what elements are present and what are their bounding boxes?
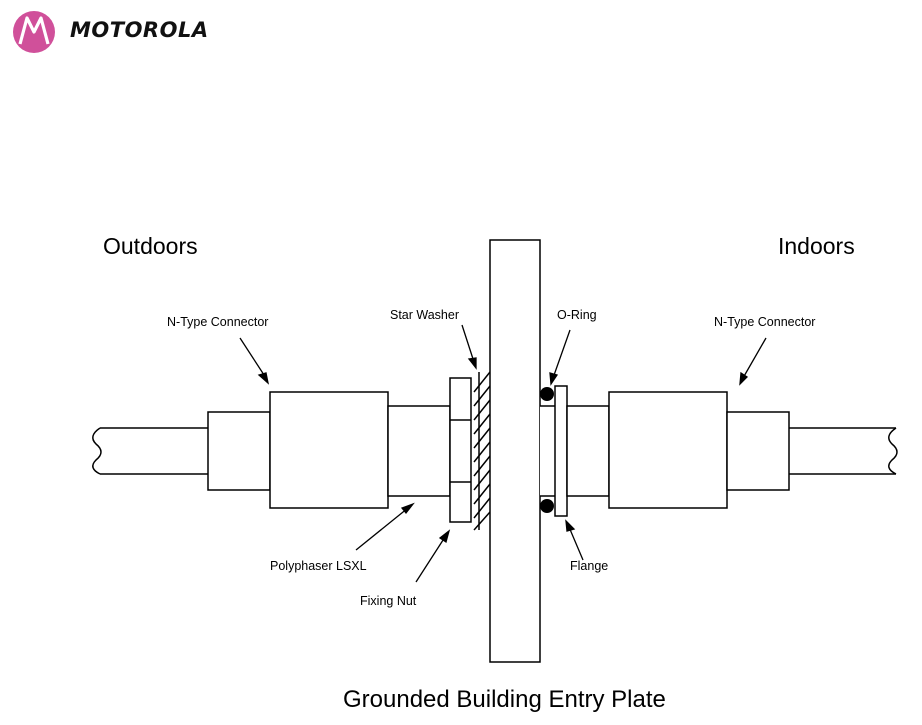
outdoors-label: Outdoors [103,233,198,259]
entry-plate [490,240,540,662]
indoors-label: Indoors [778,233,855,259]
star-washer-label: Star Washer [390,308,459,322]
fixing-nut-label: Fixing Nut [360,594,417,608]
right-connector-collar [727,412,789,490]
right-cable [789,428,897,474]
flange-label: Flange [570,559,608,573]
n-type-connector-left-label: N-Type Connector [167,315,268,329]
polyphaser-label: Polyphaser LSXL [270,559,367,573]
o-ring-bottom [540,499,554,513]
left-n-type-connector [270,392,388,508]
flange [555,386,567,516]
inner-sleeve [540,406,548,496]
o-ring-top [540,387,554,401]
left-connector-collar [208,412,270,490]
fixing-nut [450,378,471,522]
right-n-type-connector [609,392,727,508]
polyphaser-body [388,406,450,496]
left-cable [93,428,210,474]
right-body [567,406,609,496]
n-type-connector-right-label: N-Type Connector [714,315,815,329]
star-washer [474,372,490,530]
diagram-title: Grounded Building Entry Plate [343,686,666,713]
o-ring-label: O-Ring [557,308,597,322]
